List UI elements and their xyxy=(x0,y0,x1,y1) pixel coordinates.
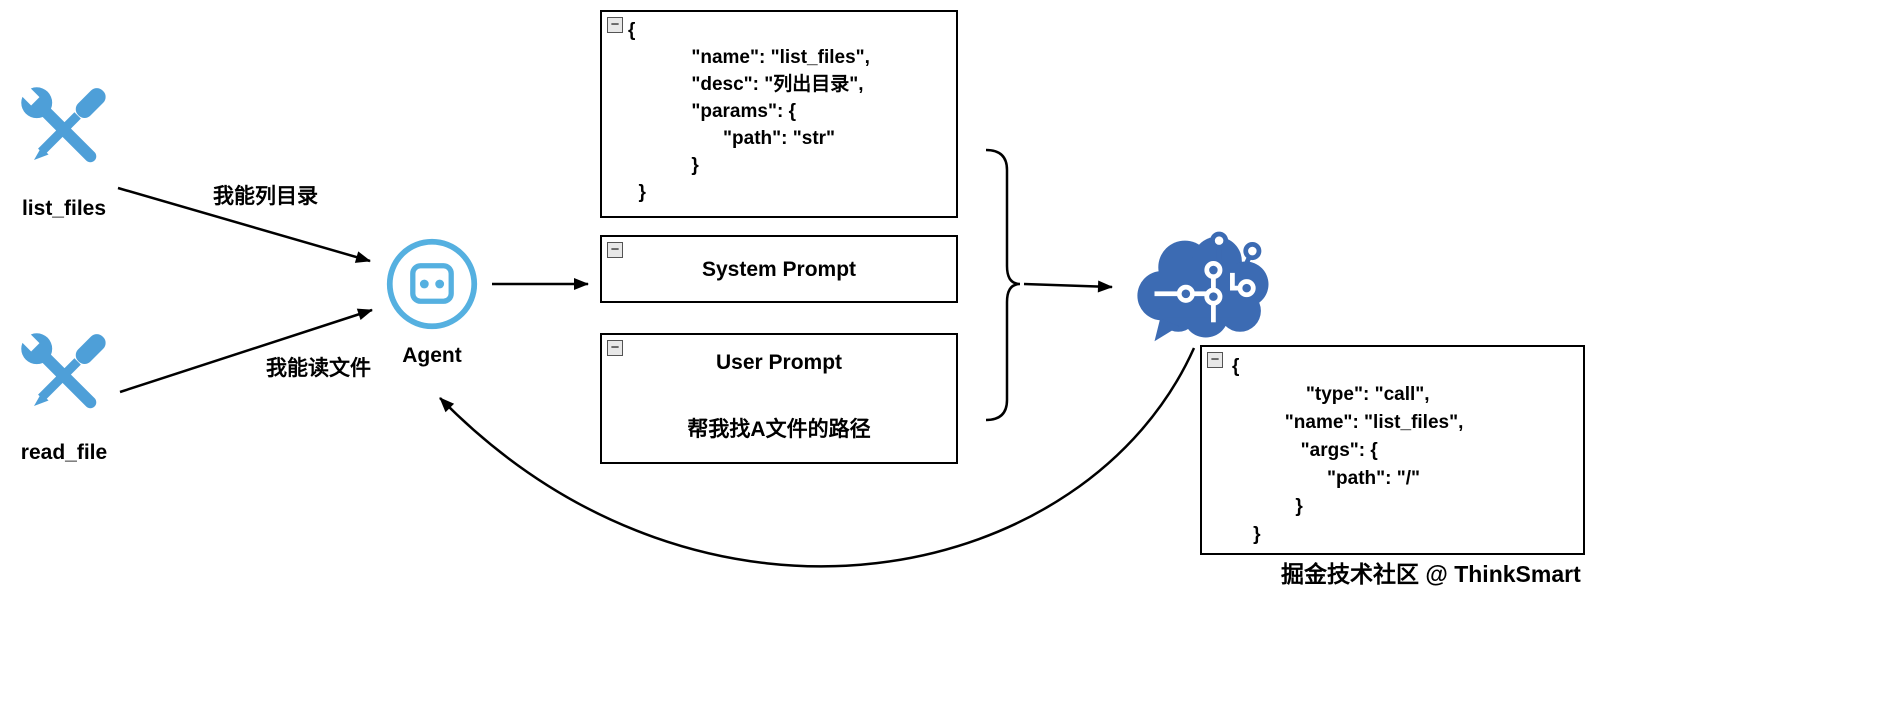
system-prompt-title: System Prompt xyxy=(701,258,857,281)
agent-icon xyxy=(386,238,478,330)
tool-list-files-label: list_files xyxy=(21,197,107,220)
curly-brace-group xyxy=(985,148,1021,422)
node-agent[interactable] xyxy=(384,236,480,332)
tools-icon xyxy=(6,318,106,409)
llm-call-box[interactable]: − { "type": "call", "name": "list_files"… xyxy=(1200,345,1585,555)
node-llm[interactable] xyxy=(1126,226,1278,354)
llm-brain-icon xyxy=(1137,231,1269,342)
system-prompt-box[interactable]: − System Prompt xyxy=(600,235,958,303)
user-prompt-title: User Prompt xyxy=(715,351,843,374)
collapse-icon[interactable]: − xyxy=(607,242,623,258)
tool-schema-box[interactable]: − { "name": "list_files", "desc": "列出目录"… xyxy=(600,10,958,218)
capability-label-list-files: 我能列目录 xyxy=(213,185,318,208)
tool-schema-code: { "name": "list_files", "desc": "列出目录", … xyxy=(628,20,870,203)
llm-call-code: { "type": "call", "name": "list_files", … xyxy=(1232,356,1464,545)
collapse-icon[interactable]: − xyxy=(607,340,623,356)
node-tool-read-file[interactable] xyxy=(6,318,114,426)
capability-label-read-file: 我能读文件 xyxy=(266,357,371,380)
user-prompt-content: 帮我找A文件的路径 xyxy=(687,418,871,441)
tool-read-file-label: read_file xyxy=(20,441,108,464)
agent-label: Agent xyxy=(402,344,462,367)
tools-icon xyxy=(6,72,106,163)
arrow-brace-to-llm xyxy=(1023,280,1113,293)
watermark: 掘金技术社区 @ ThinkSmart xyxy=(1281,561,1581,587)
collapse-icon[interactable]: − xyxy=(1207,352,1223,368)
collapse-icon[interactable]: − xyxy=(607,17,623,33)
node-tool-list-files[interactable] xyxy=(6,72,114,180)
user-prompt-box[interactable]: − User Prompt 帮我找A文件的路径 xyxy=(600,333,958,464)
